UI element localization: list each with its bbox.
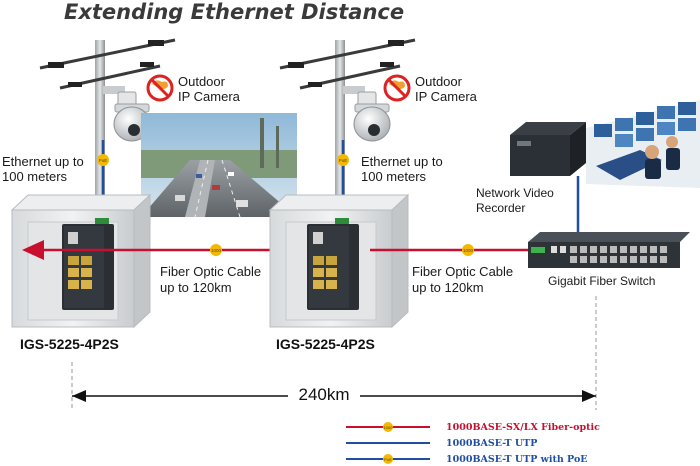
diagram-title: Extending Ethernet Distance [64, 0, 404, 24]
legend-fiber-label: 1000BASE-SX/LX Fiber-optic [446, 422, 600, 433]
legend-poe-label: 1000BASE-T UTP with PoE [446, 454, 588, 465]
legend-item-utp: 1000BASE-T UTP [346, 438, 537, 449]
fiber-left-line1: Fiber Optic Cable [160, 264, 261, 279]
industrial-switch-icon-right [307, 218, 359, 310]
utility-pole-icon-left [39, 38, 176, 225]
legend-utp-label: 1000BASE-T UTP [446, 438, 537, 449]
utility-pole-icon-right [279, 38, 416, 225]
poe-tag-left: PoE [97, 154, 109, 166]
ethernet-left-line1: Ethernet up to [2, 154, 84, 169]
fiber-right-line2: up to 120km [412, 280, 484, 295]
camera-left-label-line2: IP Camera [178, 89, 241, 104]
fiber-tag-right: 1000 [462, 244, 474, 256]
fiber-arrow-head [22, 240, 44, 260]
distance-label: 240km [298, 385, 349, 404]
svg-text:1000: 1000 [463, 248, 474, 253]
device-right-model: IGS-5225-4P2S [276, 336, 375, 352]
device-left-model: IGS-5225-4P2S [20, 336, 119, 352]
nvr-label-line2: Recorder [476, 201, 525, 215]
svg-text:PoE: PoE [339, 158, 348, 163]
fiber-tag-left: 1000 [210, 244, 222, 256]
dimension-arrow-right [582, 390, 596, 402]
svg-text:1000: 1000 [384, 425, 394, 430]
gigabit-switch-label: Gigabit Fiber Switch [548, 274, 655, 288]
camera-icon-right [343, 86, 391, 142]
dimension-arrow-left [72, 390, 86, 402]
rack-switch-icon [528, 232, 690, 268]
nvr-label-line1: Network Video [476, 186, 554, 200]
poe-tag-right: PoE [337, 154, 349, 166]
legend: 1000 1000BASE-SX/LX Fiber-optic 1000BASE… [346, 422, 600, 465]
distance-label-bg [288, 383, 360, 405]
monitoring-room-icon [586, 100, 700, 188]
svg-text:PoE: PoE [99, 158, 108, 163]
fiber-right-line1: Fiber Optic Cable [412, 264, 513, 279]
no-weather-icon-right [383, 74, 411, 102]
industrial-switch-icon-left [62, 218, 114, 310]
legend-item-fiber: 1000 1000BASE-SX/LX Fiber-optic [346, 422, 600, 433]
svg-text:PoE: PoE [384, 457, 392, 462]
ethernet-left-line2: 100 meters [2, 169, 68, 184]
camera-left-label-line1: Outdoor [178, 74, 226, 89]
camera-right-label-line1: Outdoor [415, 74, 463, 89]
fiber-left-line2: up to 120km [160, 280, 232, 295]
legend-item-poe: PoE 1000BASE-T UTP with PoE [346, 454, 588, 465]
svg-text:1000: 1000 [211, 248, 222, 253]
nvr-icon [510, 122, 586, 176]
no-weather-icon-left [146, 74, 174, 102]
ethernet-right-line1: Ethernet up to [361, 154, 443, 169]
camera-right-label-line2: IP Camera [415, 89, 478, 104]
highway-photo [141, 113, 297, 218]
ethernet-right-line2: 100 meters [361, 169, 427, 184]
